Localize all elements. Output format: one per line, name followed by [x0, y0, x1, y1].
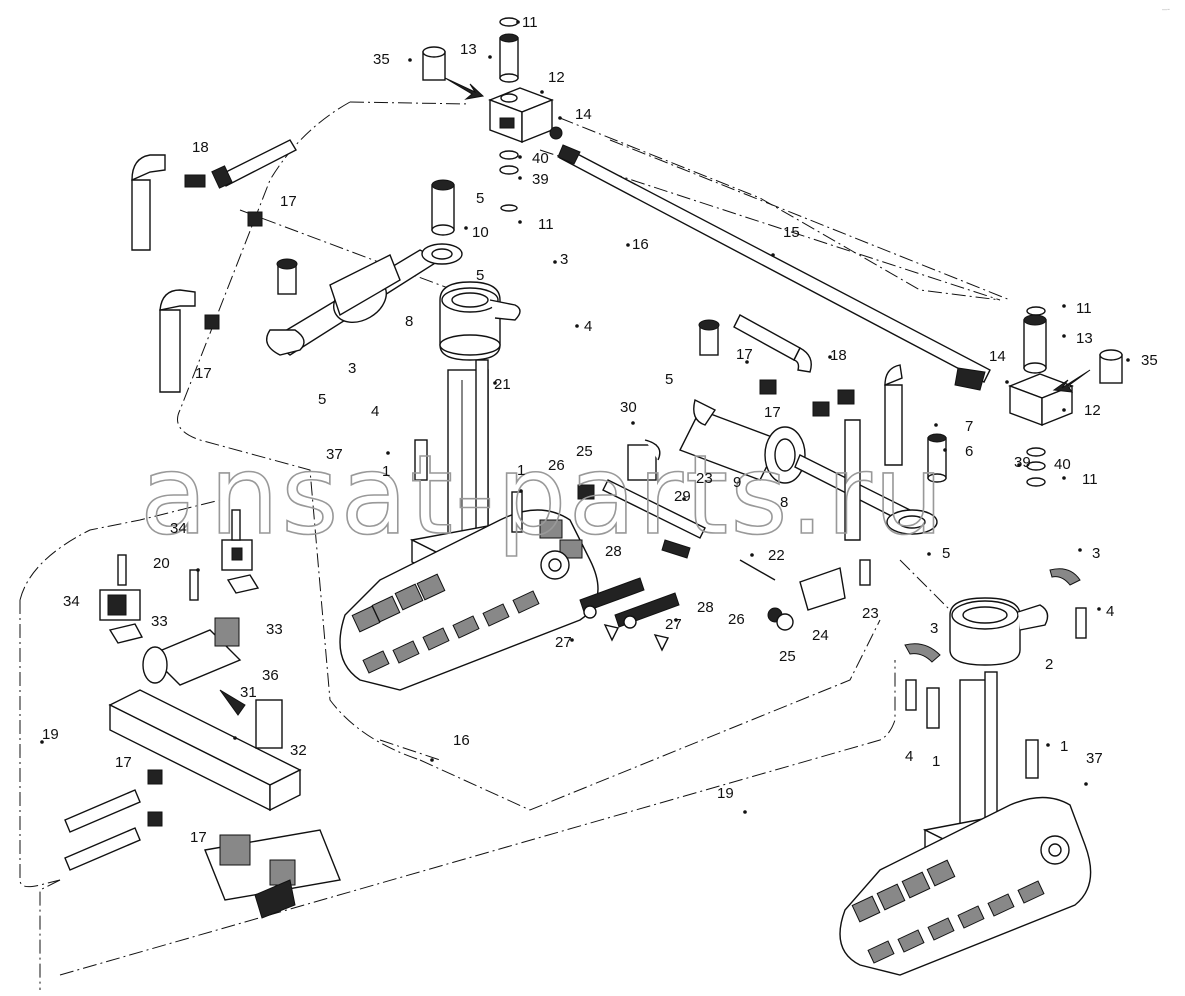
callout-30: 30	[620, 399, 637, 416]
callout-25: 25	[576, 443, 593, 460]
callout-1: 1	[382, 463, 390, 480]
callout-17: 17	[115, 754, 132, 771]
callout-19: 19	[42, 726, 59, 743]
dashdot-routes	[19, 101, 1011, 990]
callout-27: 27	[665, 616, 682, 633]
callout-15: 15	[783, 224, 800, 241]
callout-4: 4	[905, 748, 913, 765]
fittings-27-28	[579, 577, 680, 652]
callout-11: 11	[522, 14, 538, 31]
top-block-right	[927, 306, 1123, 487]
callout-24: 24	[812, 627, 829, 644]
callout-10: 10	[472, 224, 489, 241]
callout-26: 26	[728, 611, 745, 628]
left-cylinder-housing	[266, 179, 521, 361]
right-track-assembly	[839, 671, 1092, 976]
callout-1: 1	[517, 462, 525, 479]
callout-35: 35	[1141, 352, 1158, 369]
callout-6: 6	[965, 443, 973, 460]
solenoid-manifold	[64, 509, 341, 919]
callout-3: 3	[560, 251, 568, 268]
callout-18: 18	[830, 347, 847, 364]
callout-labels: 11 13 35 12 14 40 39 11 18 17 5 10 16 15…	[42, 14, 1158, 846]
long-pipe-15	[557, 144, 991, 391]
callout-23: 23	[862, 605, 879, 622]
callout-5: 5	[476, 267, 484, 284]
callout-11: 11	[1076, 300, 1092, 317]
callout-14: 14	[989, 348, 1006, 365]
callout-33: 33	[266, 621, 283, 638]
corner-mark: –‐	[1162, 4, 1170, 14]
callout-33: 33	[151, 613, 168, 630]
left-track-assembly	[339, 359, 599, 691]
callout-29: 29	[674, 488, 691, 505]
callout-8: 8	[405, 313, 413, 330]
callout-17: 17	[764, 404, 781, 421]
callout-5: 5	[476, 190, 484, 207]
callout-17: 17	[195, 365, 212, 382]
callout-19: 19	[717, 785, 734, 802]
callout-26: 26	[548, 457, 565, 474]
callout-18: 18	[192, 139, 209, 156]
callout-20: 20	[153, 555, 170, 572]
callout-23: 23	[696, 470, 713, 487]
callout-17: 17	[190, 829, 207, 846]
callout-21: 21	[494, 376, 511, 393]
callout-25: 25	[779, 648, 796, 665]
callout-12: 12	[1084, 402, 1101, 419]
callout-11: 11	[1082, 471, 1098, 488]
callout-13: 13	[460, 41, 477, 58]
callout-11: 11	[538, 216, 554, 233]
callout-12: 12	[548, 69, 565, 86]
callout-4: 4	[584, 318, 592, 335]
callout-1: 1	[1060, 738, 1068, 755]
right-housing	[904, 568, 1087, 711]
callout-36: 36	[262, 667, 279, 684]
callout-16: 16	[453, 732, 470, 749]
callout-5: 5	[665, 371, 673, 388]
callout-17: 17	[280, 193, 297, 210]
center-small-parts	[577, 439, 871, 652]
center-cylinder	[679, 314, 938, 541]
callout-14: 14	[575, 106, 592, 123]
callout-37: 37	[326, 446, 343, 463]
callout-28: 28	[697, 599, 714, 616]
callout-9: 9	[733, 474, 741, 491]
callout-3: 3	[1092, 545, 1100, 562]
callout-39: 39	[1014, 454, 1031, 471]
callout-5: 5	[318, 391, 326, 408]
left-hoses	[131, 139, 297, 393]
callout-16: 16	[632, 236, 649, 253]
callout-5: 5	[942, 545, 950, 562]
watermark-text: ansat-parts.ru	[140, 431, 945, 559]
callout-2: 2	[1045, 656, 1053, 673]
callout-4: 4	[371, 403, 379, 420]
callout-27: 27	[555, 634, 572, 651]
callout-22: 22	[768, 547, 785, 564]
callout-39: 39	[532, 171, 549, 188]
leader-dots	[40, 20, 1130, 814]
callout-17: 17	[736, 346, 753, 363]
callout-37: 37	[1086, 750, 1103, 767]
callout-3: 3	[930, 620, 938, 637]
callout-31: 31	[240, 684, 257, 701]
callout-7: 7	[965, 418, 973, 435]
callout-40: 40	[1054, 456, 1071, 473]
top-block-left	[422, 17, 563, 212]
callout-34: 34	[63, 593, 80, 610]
callout-8: 8	[780, 494, 788, 511]
callout-32: 32	[290, 742, 307, 759]
track-links	[351, 519, 583, 674]
callout-40: 40	[532, 150, 549, 167]
callout-3: 3	[348, 360, 356, 377]
right-track-links	[851, 859, 1045, 964]
callout-28: 28	[605, 543, 622, 560]
callout-4: 4	[1106, 603, 1114, 620]
callout-13: 13	[1076, 330, 1093, 347]
callout-34: 34	[170, 520, 187, 537]
callout-1: 1	[932, 753, 940, 770]
callout-35: 35	[373, 51, 390, 68]
